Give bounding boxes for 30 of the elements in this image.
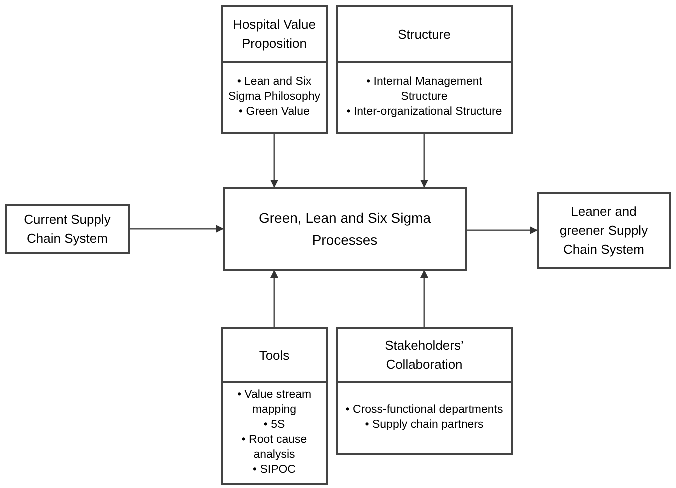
bullet-item: • Supply chain partners <box>365 418 484 433</box>
box-heading: Green, Lean and Six Sigma Processes <box>258 209 432 250</box>
bullet-item: • Lean and Six Sigma Philosophy <box>227 75 322 105</box>
bullet-item: • Green Value <box>239 105 310 120</box>
bullet-item: • Inter-organizational Structure <box>346 105 502 120</box>
process-box <box>221 327 328 485</box>
arrow <box>130 225 224 233</box>
process-box <box>537 192 671 269</box>
process-box <box>223 187 467 271</box>
box-heading: Current Supply Chain System <box>23 211 112 248</box>
box-heading: Structure <box>398 26 451 44</box>
arrow <box>270 134 278 188</box>
box-heading: Leaner and greener Supply Chain System <box>558 203 650 259</box>
arrow <box>420 270 428 327</box>
box-heading: Tools <box>259 346 290 364</box>
bullet-item: • SIPOC <box>252 463 296 478</box>
process-box <box>221 5 328 134</box>
arrow <box>467 226 538 234</box>
arrow <box>270 270 278 327</box>
process-box <box>336 327 513 455</box>
arrow <box>420 134 428 188</box>
bullet-item: • Cross-functional departments <box>346 403 504 418</box>
box-heading: Hospital Value Proposition <box>232 16 317 53</box>
bullet-item: • Internal Management Structure <box>366 75 484 105</box>
bullet-item: • 5S <box>264 418 286 433</box>
box-heading: Stakeholders’ Collaboration <box>384 337 465 374</box>
bullet-item: • Value stream mapping <box>236 388 313 418</box>
bullet-item: • Root cause analysis <box>240 433 308 463</box>
process-box <box>5 204 130 254</box>
process-box <box>336 5 513 134</box>
